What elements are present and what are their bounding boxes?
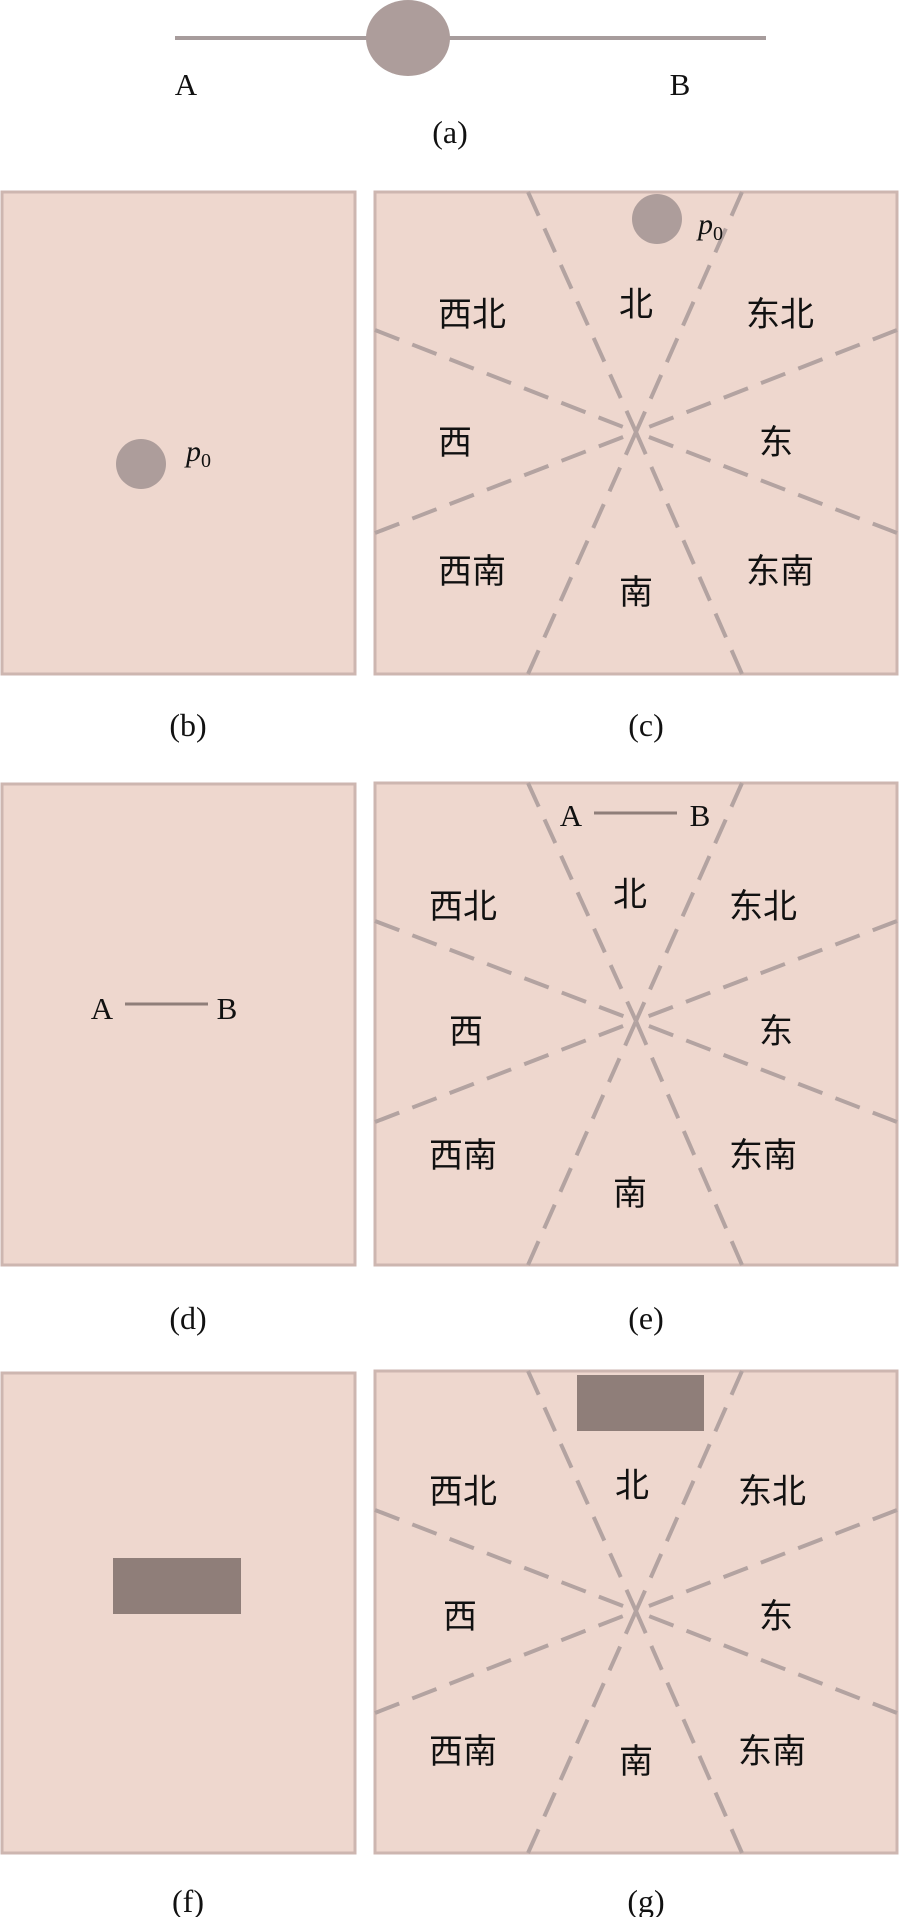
panel-c-direction-lines <box>374 191 898 675</box>
panel-c-point <box>632 194 682 244</box>
panel-b-point <box>116 439 166 489</box>
caption-g: (g) <box>627 1883 664 1917</box>
panel-g-west: 西 <box>443 1597 477 1637</box>
caption-f: (f) <box>172 1883 204 1917</box>
panel-f: (f) <box>0 1371 357 1917</box>
panel-g-south: 南 <box>619 1742 653 1782</box>
panel-d-label-b: B <box>217 991 238 1026</box>
panel-g: 北 西北 东北 西 东 西南 东南 南 (g) <box>373 1369 899 1917</box>
panel-g-northeast: 东北 <box>738 1472 806 1512</box>
caption-a: (a) <box>432 114 468 150</box>
panel-g-object-rect <box>577 1375 704 1431</box>
panel-c-east: 东 <box>759 423 793 463</box>
panel-c-southwest: 西南 <box>438 552 506 592</box>
panel-d: A B (d) <box>0 782 357 1336</box>
panel-f-object-rect <box>113 1558 241 1614</box>
panel-a-dot <box>366 0 450 76</box>
panel-g-north: 北 <box>615 1466 649 1506</box>
panel-c-south: 南 <box>619 573 653 613</box>
caption-c: (c) <box>628 707 664 743</box>
panel-g-southeast: 东南 <box>738 1732 806 1772</box>
panel-g-northwest: 西北 <box>429 1472 497 1512</box>
panel-a-label-a: A <box>175 67 198 102</box>
panel-b: p0 (b) <box>0 190 357 743</box>
panel-c: p0 北 西北 东北 西 东 西南 东南 南 (c) <box>373 190 899 743</box>
panel-d-label-a: A <box>91 991 114 1026</box>
panel-b-background <box>0 190 357 676</box>
panel-g-direction-lines <box>374 1370 898 1854</box>
panel-a: A B (a) <box>175 0 766 150</box>
panel-e: A B 北 西北 东北 西 东 西南 东南 南 (e) <box>373 781 899 1336</box>
panel-e-northwest: 西北 <box>429 887 497 927</box>
caption-e: (e) <box>628 1300 664 1336</box>
panel-e-south: 南 <box>613 1174 647 1214</box>
panel-e-southwest: 西南 <box>429 1136 497 1176</box>
panel-c-northeast: 东北 <box>746 295 814 335</box>
panel-c-north: 北 <box>619 285 653 325</box>
panel-g-east: 东 <box>759 1597 793 1637</box>
panel-e-label-a: A <box>560 798 583 833</box>
panel-c-west: 西 <box>438 423 472 463</box>
caption-d: (d) <box>169 1300 206 1336</box>
panel-e-southeast: 东南 <box>729 1136 797 1176</box>
panel-e-label-b: B <box>690 798 711 833</box>
panel-c-southeast: 东南 <box>746 552 814 592</box>
caption-b: (b) <box>169 707 206 743</box>
panel-c-northwest: 西北 <box>438 295 506 335</box>
panel-e-west: 西 <box>449 1012 483 1052</box>
panel-e-north: 北 <box>613 875 647 915</box>
panel-b-point-label: p0 <box>184 435 211 472</box>
panel-e-direction-lines <box>374 782 898 1266</box>
panel-c-point-label: p0 <box>696 208 723 245</box>
panel-e-northeast: 东北 <box>729 887 797 927</box>
panel-e-east: 东 <box>759 1012 793 1052</box>
panel-a-label-b: B <box>670 67 691 102</box>
panel-g-southwest: 西南 <box>429 1732 497 1772</box>
panel-d-background <box>0 782 357 1267</box>
